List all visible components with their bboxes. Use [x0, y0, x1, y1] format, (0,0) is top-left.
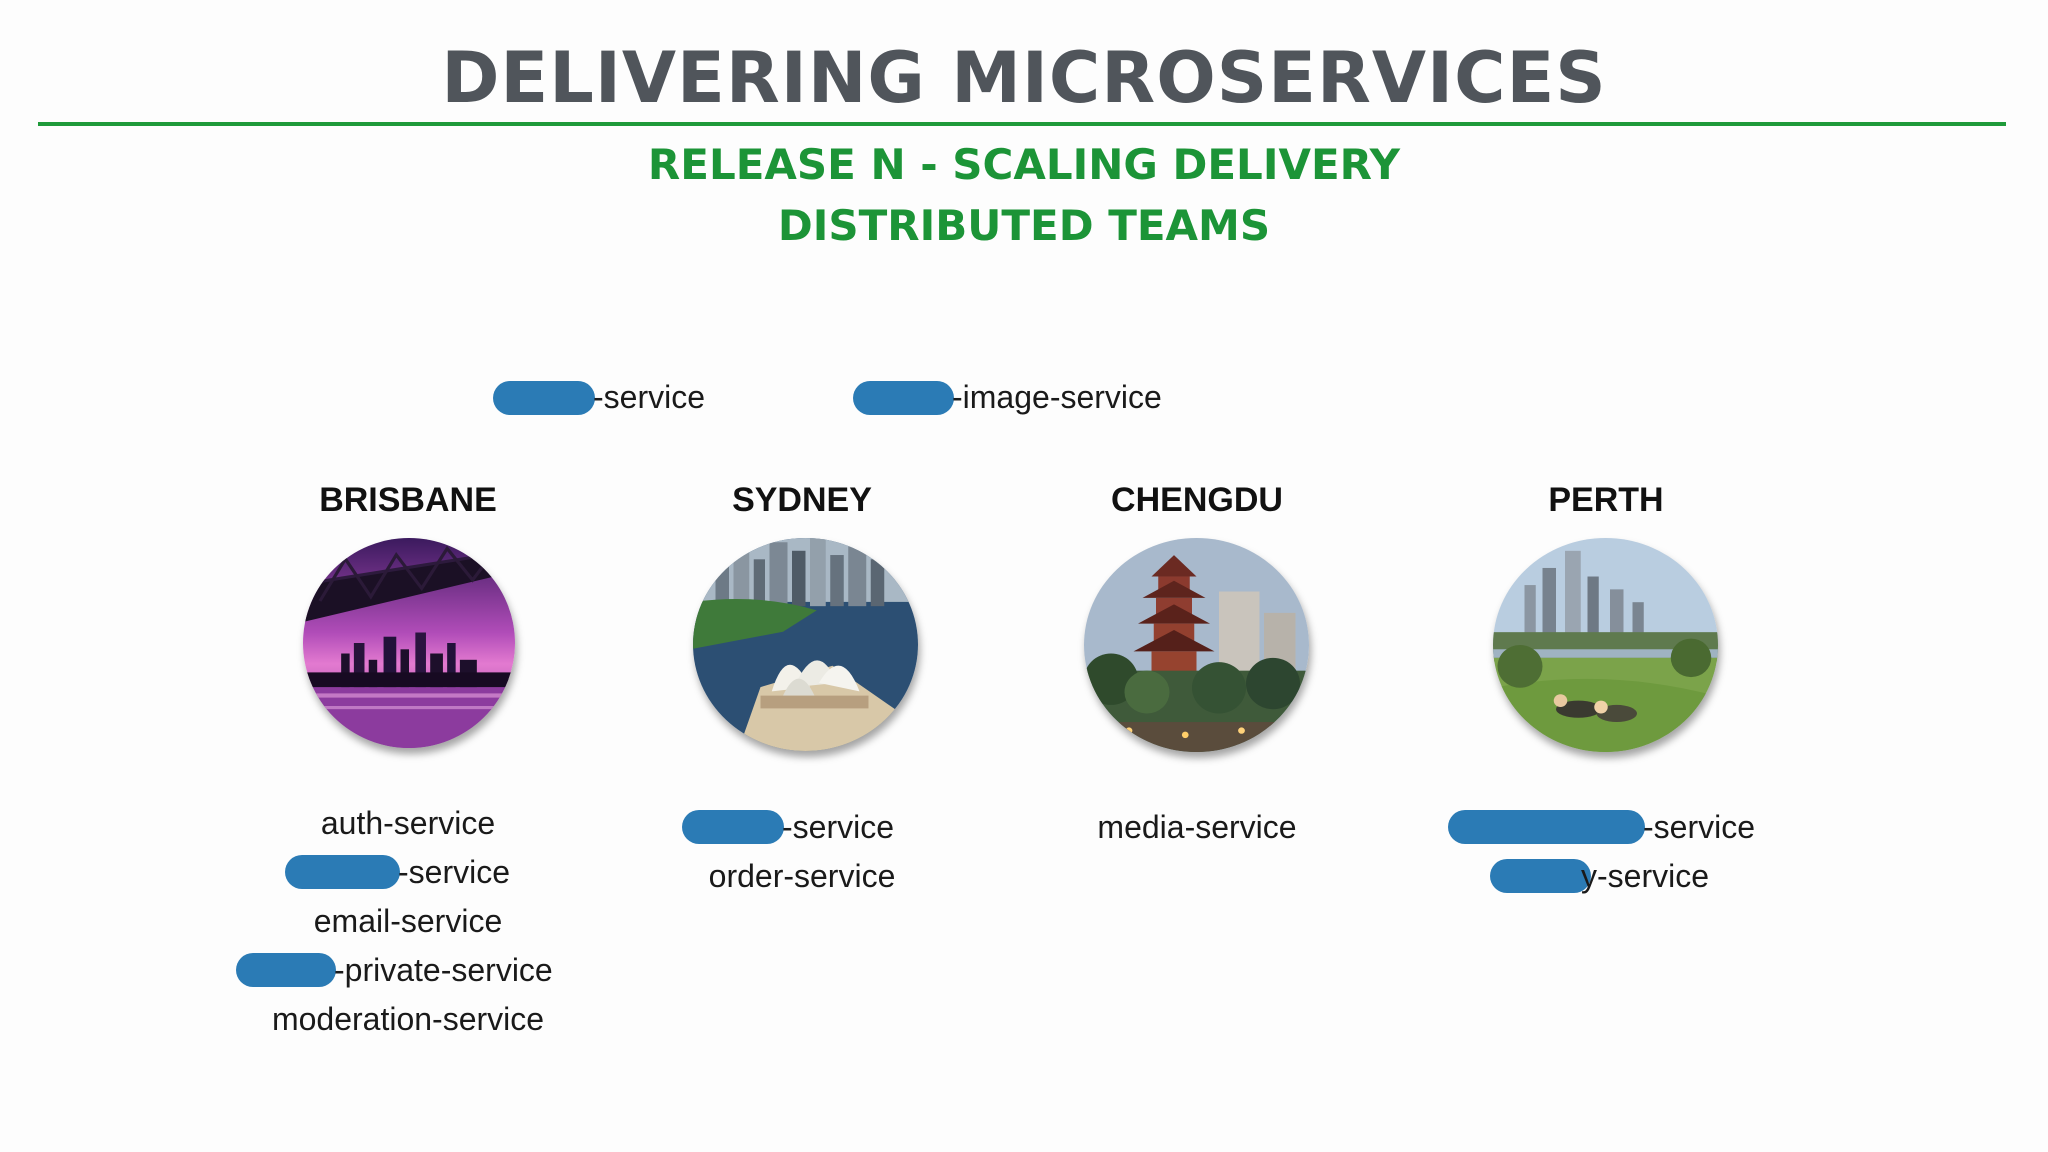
- redaction-mark: [236, 953, 336, 987]
- city-label-chengdu: CHENGDU: [1111, 481, 1283, 519]
- perth-park-photo: [1493, 538, 1718, 752]
- brisbane-service-list: auth-service -service email-service -pri…: [208, 799, 608, 1044]
- perth-service-list: -service y-service: [1406, 803, 1806, 901]
- slide-title: DELIVERING MICROSERVICES: [441, 37, 1607, 119]
- redaction-mark: [682, 810, 784, 844]
- list-item: -service: [1406, 803, 1806, 852]
- list-item: auth-service: [208, 799, 608, 848]
- service-name: -service: [782, 809, 895, 845]
- service-name: -service: [398, 854, 511, 890]
- redaction-mark: [285, 855, 400, 889]
- list-item: -service: [602, 803, 1002, 852]
- list-item: -private-service: [208, 946, 608, 995]
- redaction-mark: [853, 381, 954, 415]
- chengdu-service-list: media-service: [997, 803, 1397, 852]
- sydney-opera-house-photo: [693, 538, 918, 751]
- shared-service-2: -image-service: [952, 379, 1162, 415]
- list-item: order-service: [602, 852, 1002, 901]
- city-label-perth: PERTH: [1548, 481, 1664, 519]
- subtitle-release: RELEASE N - SCALING DELIVERY: [647, 140, 1401, 189]
- service-name: -private-service: [334, 952, 553, 988]
- service-name: email-service: [313, 903, 503, 939]
- sydney-service-list: -service order-service: [602, 803, 1002, 901]
- redaction-mark: [1490, 859, 1591, 893]
- service-name: media-service: [1097, 809, 1297, 845]
- list-item: -service: [208, 848, 608, 897]
- shared-service-1: -service: [593, 379, 706, 415]
- title-divider: [38, 122, 2006, 126]
- service-name: order-service: [708, 858, 896, 894]
- service-name: -service: [1643, 809, 1756, 845]
- chengdu-pagoda-photo: [1084, 538, 1309, 752]
- list-item: media-service: [997, 803, 1397, 852]
- redaction-mark: [493, 381, 595, 415]
- brisbane-skyline-photo: [303, 538, 515, 748]
- city-label-sydney: SYDNEY: [732, 481, 872, 519]
- service-name: moderation-service: [271, 1001, 545, 1037]
- redaction-mark: [1448, 810, 1645, 844]
- list-item: y-service: [1406, 852, 1806, 901]
- list-item: moderation-service: [208, 995, 608, 1044]
- city-label-brisbane: BRISBANE: [319, 481, 497, 519]
- service-name: auth-service: [320, 805, 496, 841]
- subtitle-teams: DISTRIBUTED TEAMS: [777, 201, 1271, 250]
- list-item: email-service: [208, 897, 608, 946]
- service-name: y-service: [1581, 858, 1710, 894]
